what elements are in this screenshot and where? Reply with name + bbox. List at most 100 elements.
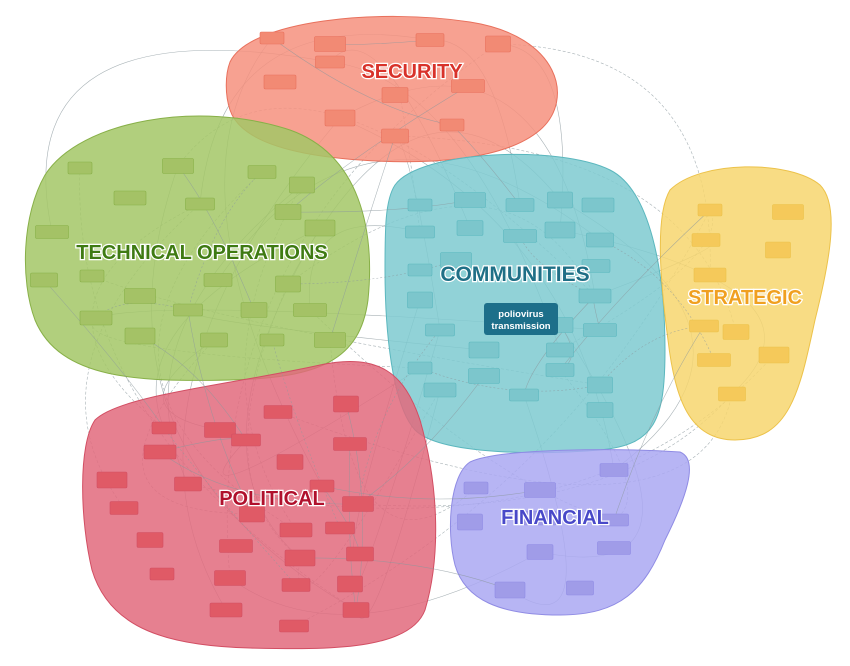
- diagram-node: [214, 570, 246, 586]
- diagram-node: [583, 323, 617, 337]
- diagram-node: [381, 128, 409, 144]
- diagram-node: [463, 481, 489, 495]
- diagram-node: [586, 402, 614, 418]
- diagram-node: [485, 35, 511, 53]
- diagram-edge: [451, 124, 521, 206]
- diagram-node: [689, 319, 719, 333]
- diagram-edge: [187, 171, 263, 311]
- diagram-node: [209, 602, 243, 618]
- diagram-edge: [163, 427, 297, 586]
- diagram-node: [566, 580, 594, 596]
- diagram-node: [503, 229, 537, 243]
- diagram-node: [526, 544, 554, 560]
- diagram-node: [468, 368, 500, 384]
- diagram-node: [259, 333, 285, 347]
- diagram-node: [440, 252, 472, 268]
- diagram-node: [693, 267, 727, 283]
- diagram-node: [284, 549, 316, 567]
- diagram-node: [494, 581, 526, 599]
- diagram-node: [509, 388, 539, 402]
- diagram-edge: [559, 209, 711, 371]
- diagram-node: [546, 342, 574, 358]
- diagram-node: [425, 323, 455, 337]
- diagram-node: [405, 225, 435, 239]
- diagram-node: [599, 463, 629, 477]
- diagram-node: [136, 532, 164, 548]
- diagram-node: [423, 382, 457, 398]
- diagram-node: [185, 197, 215, 211]
- diagram-node: [451, 79, 485, 93]
- diagram-node: [547, 191, 573, 209]
- diagram-node: [247, 165, 277, 179]
- diagram-edge: [159, 451, 359, 505]
- diagram-node: [324, 109, 356, 127]
- security-label: SECURITY: [361, 61, 463, 83]
- diagram-edge: [309, 309, 615, 521]
- diagram-node: [293, 303, 327, 317]
- center-node-line2: transmission: [491, 321, 550, 332]
- diagram-node: [239, 505, 265, 523]
- diagram-edge: [177, 165, 255, 311]
- nodes-layer: [30, 31, 804, 633]
- diagram-node: [143, 444, 177, 460]
- diagram-node: [456, 220, 484, 236]
- diagram-node: [124, 327, 156, 345]
- diagram-node: [325, 521, 355, 535]
- diagram-node: [342, 496, 374, 512]
- diagram-node: [407, 263, 433, 277]
- diagram-edge: [287, 199, 471, 213]
- diagram-node: [333, 437, 367, 451]
- diagram-node: [599, 513, 629, 527]
- poliovirus-transmission-node: poliovirus transmission: [484, 303, 558, 335]
- diagram-edge: [287, 259, 457, 285]
- technical-operations-label: TECHNICAL OPERATIONS: [76, 242, 328, 264]
- diagram-node: [109, 501, 139, 515]
- diagram-node: [274, 204, 302, 220]
- diagram-node: [407, 198, 433, 212]
- diagram-node: [524, 482, 556, 498]
- diagram-node: [200, 332, 228, 348]
- diagram-node: [304, 219, 336, 237]
- diagram-node: [263, 74, 297, 90]
- diagram-node: [597, 541, 631, 555]
- diagram-node: [765, 241, 791, 259]
- diagram-node: [276, 454, 304, 470]
- diagram-edge: [357, 329, 441, 505]
- diagram-node: [96, 471, 128, 489]
- diagram-node: [407, 361, 433, 375]
- diagram-edge: [329, 135, 396, 341]
- diagram-edge: [497, 43, 711, 276]
- diagram-node: [505, 198, 535, 212]
- diagram-edge: [299, 557, 511, 591]
- diagram-node: [173, 303, 203, 317]
- center-node-line1: poliovirus: [498, 309, 543, 320]
- communities-label: COMMUNITIES: [440, 263, 589, 286]
- political-label: POLITICAL: [219, 488, 325, 510]
- diagram-node: [691, 233, 721, 247]
- financial-label: FINANCIAL: [501, 507, 609, 529]
- strategic-label: STRATEGIC: [688, 287, 802, 309]
- diagram-node: [151, 421, 177, 435]
- diagram-node: [219, 539, 253, 553]
- diagram-node: [697, 203, 723, 217]
- diagram-node: [67, 161, 93, 175]
- diagram-node: [113, 190, 147, 206]
- diagram-edge: [357, 375, 485, 505]
- diagram-node: [346, 546, 374, 562]
- diagram-node: [586, 232, 614, 248]
- diagram-node: [281, 578, 311, 592]
- diagram-node: [454, 192, 486, 208]
- diagram-node: [315, 55, 345, 69]
- diagram-node: [772, 204, 804, 220]
- diagram-node: [240, 302, 268, 318]
- diagram-node: [407, 291, 433, 309]
- diagram-node: [545, 363, 575, 377]
- diagram-node: [79, 269, 105, 283]
- diagram-node: [35, 225, 69, 239]
- diagram-node: [544, 221, 576, 239]
- diagram-node: [587, 376, 613, 394]
- diagram-node: [259, 31, 285, 45]
- diagram-node: [342, 602, 370, 618]
- diagram-node: [337, 575, 363, 593]
